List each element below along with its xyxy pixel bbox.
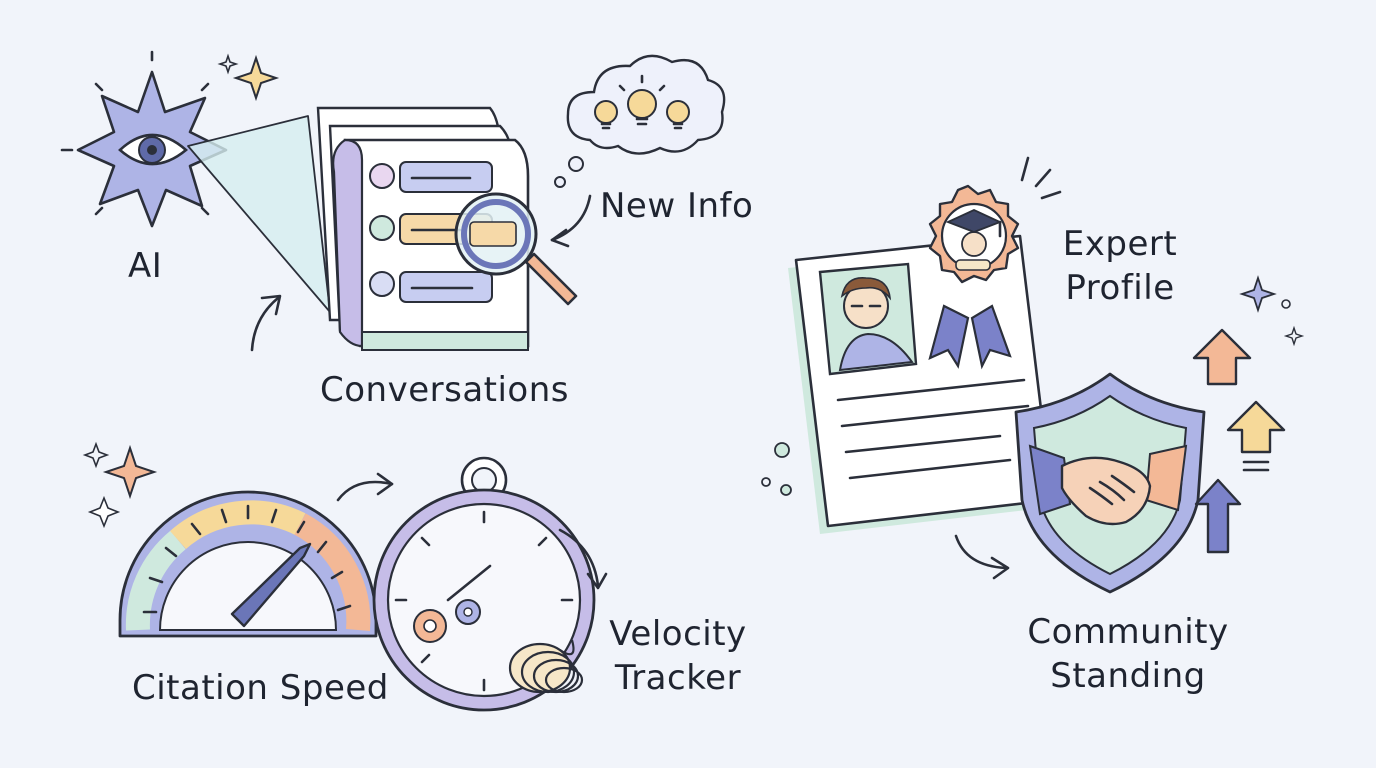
label-community-standing-line1: Community bbox=[1027, 612, 1229, 652]
handshake-shield-icon bbox=[1014, 372, 1206, 594]
magnifying-glass-icon bbox=[454, 192, 578, 306]
label-velocity-tracker-line2: Tracker bbox=[614, 658, 742, 698]
arrow-icon bbox=[336, 480, 394, 502]
arrow-icon bbox=[954, 534, 1008, 570]
label-velocity-tracker-line1: Velocity bbox=[609, 614, 747, 654]
arrow-icon bbox=[558, 528, 600, 588]
label-ai: AI bbox=[128, 246, 163, 286]
decorative-dots bbox=[761, 442, 792, 496]
eye-star-icon bbox=[60, 50, 228, 228]
arrow-icon bbox=[550, 194, 592, 242]
sparkle-icon bbox=[82, 441, 158, 529]
graduate-badge-icon bbox=[928, 184, 1020, 370]
sparkle-icon bbox=[1239, 275, 1305, 347]
label-conversations: Conversations bbox=[320, 370, 569, 410]
speedometer-icon bbox=[118, 490, 378, 638]
profile-card-icon bbox=[788, 234, 1054, 534]
lightbulb-cloud-icon bbox=[554, 54, 726, 188]
label-velocity-tracker: Velocity Tracker bbox=[600, 612, 756, 700]
spark-lines bbox=[1020, 156, 1062, 200]
sparkle-icon bbox=[217, 53, 280, 102]
label-expert-profile-line1: Expert bbox=[1062, 224, 1178, 264]
label-new-info: New Info bbox=[600, 186, 754, 226]
vision-beam bbox=[187, 115, 331, 313]
label-community-standing-line2: Standing bbox=[1050, 656, 1206, 696]
label-expert-profile-line2: Profile bbox=[1065, 268, 1175, 308]
up-arrows-icon bbox=[1192, 328, 1286, 554]
arrow-icon bbox=[250, 296, 280, 352]
label-community-standing: Community Standing bbox=[1020, 610, 1236, 698]
label-expert-profile: Expert Profile bbox=[1058, 222, 1182, 310]
coiled-cord bbox=[508, 639, 584, 694]
label-citation-speed: Citation Speed bbox=[132, 668, 389, 708]
